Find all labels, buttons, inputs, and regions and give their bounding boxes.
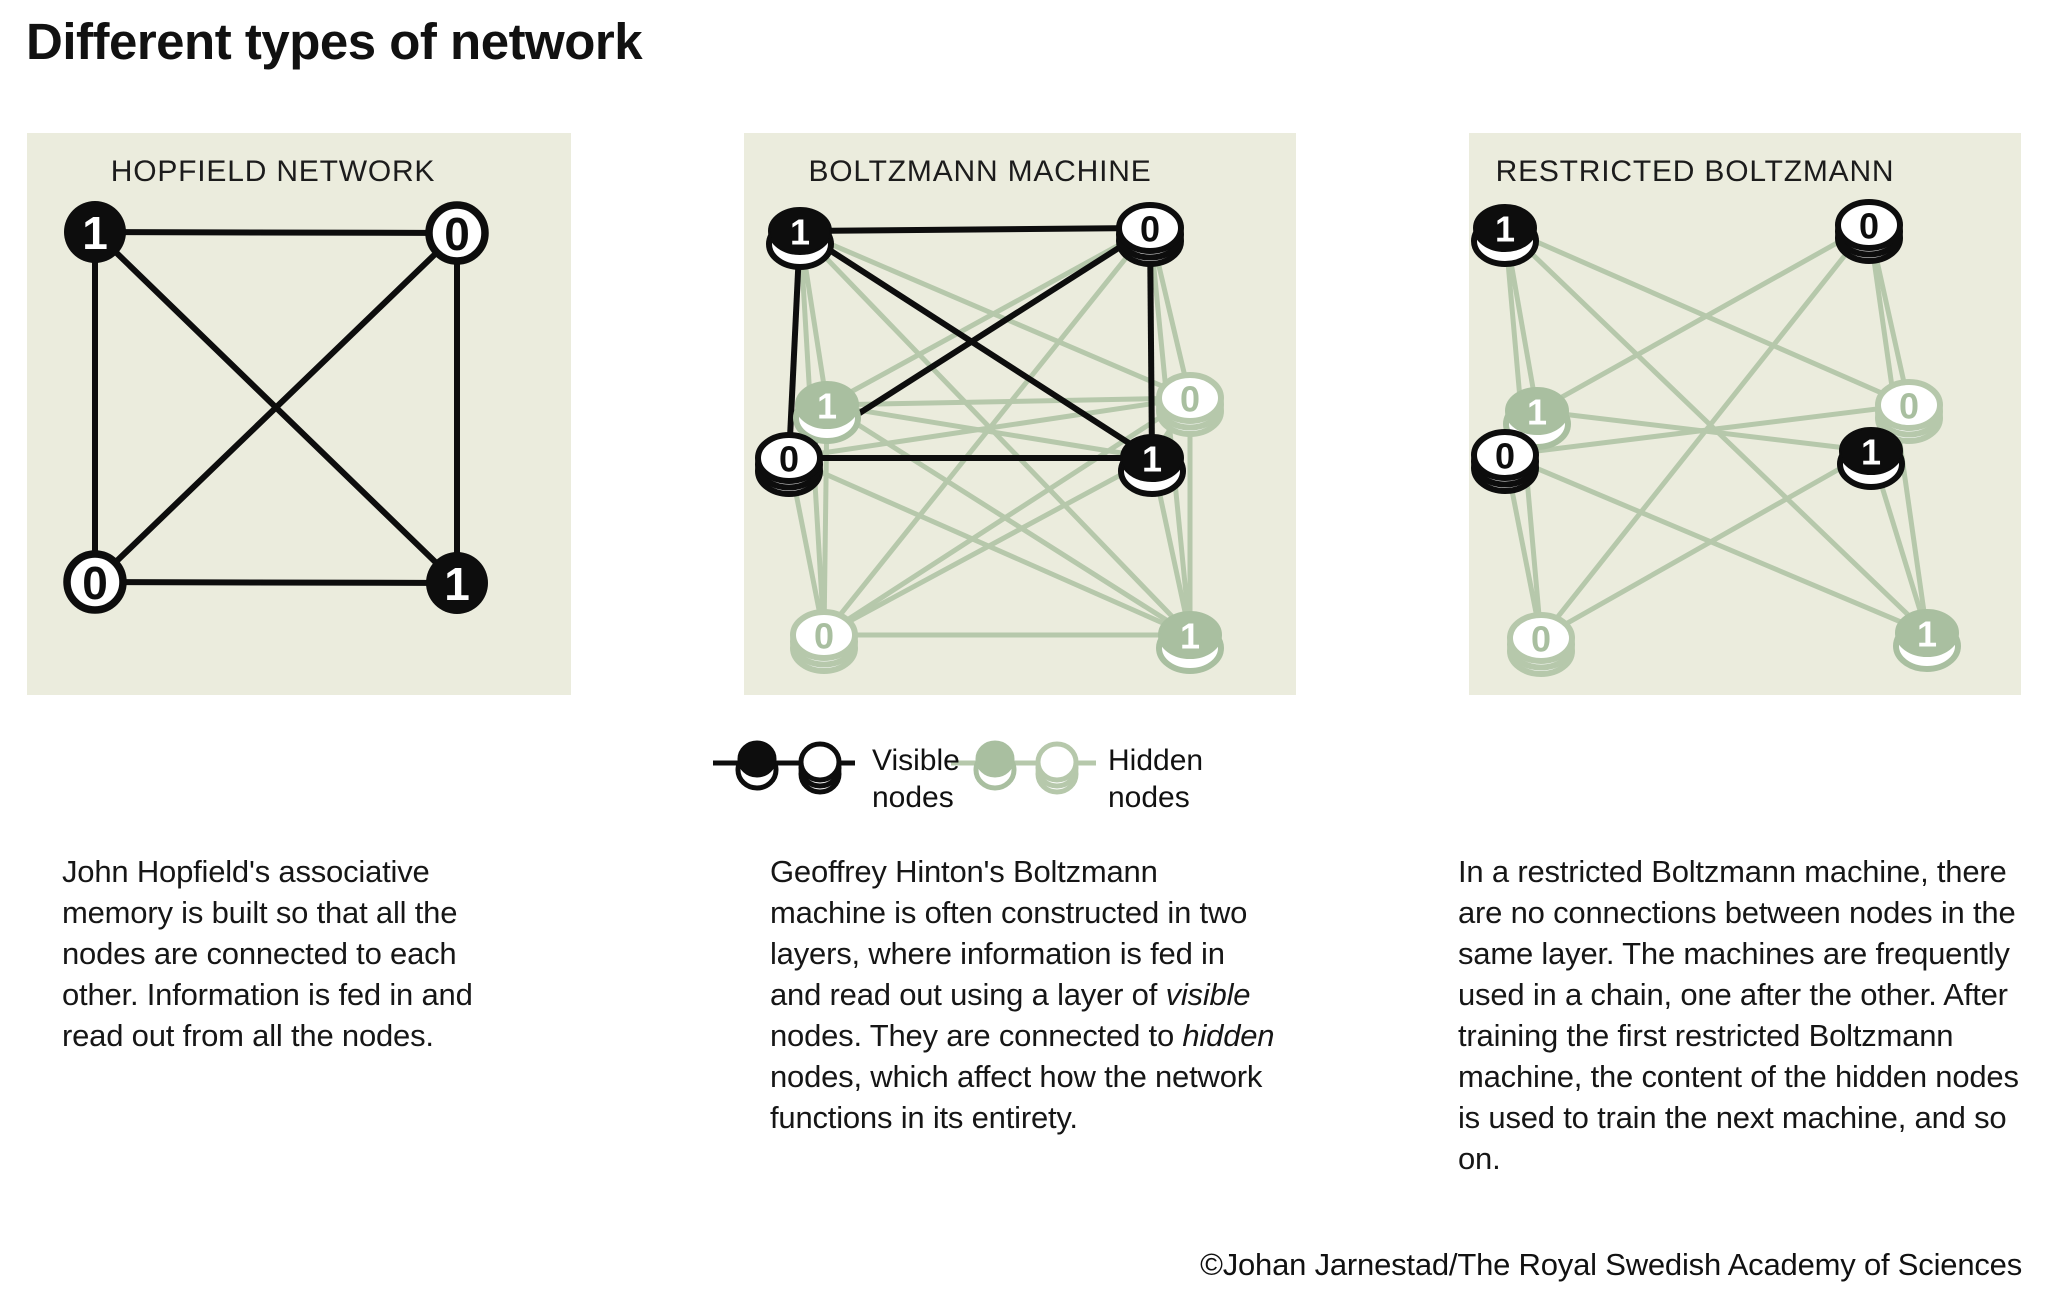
panel-title-hopfield: HOPFIELD NETWORK [110,155,436,188]
svg-text:0: 0 [1531,619,1551,660]
svg-text:1: 1 [1917,614,1937,655]
visible-node-0: 0 [1116,202,1184,267]
svg-text:0: 0 [814,616,834,657]
svg-text:1: 1 [1142,439,1162,480]
svg-text:0: 0 [779,439,799,480]
svg-text:0: 0 [1495,436,1515,477]
visible-node-0: 0 [755,432,823,497]
page-title: Different types of network [26,13,643,70]
credit-line: ©Johan Jarnestad/The Royal Swedish Acade… [1200,1247,2022,1282]
legend-label-visible-nodes: Visible nodes [872,744,960,814]
hidden-node-0: 0 [1156,372,1224,437]
hidden-node-icon [973,740,1079,795]
svg-text:1: 1 [817,386,837,427]
node-legend [713,740,1096,795]
panel-hopfield: HOPFIELD NETWORK 1 0 0 1 [27,133,571,695]
hidden-node-0: 0 [1875,379,1943,444]
visible-node-1: 1 [426,552,488,614]
svg-text:1: 1 [1527,392,1547,433]
svg-text:1: 1 [790,212,810,253]
svg-text:0: 0 [1899,386,1919,427]
visible-node-0: 0 [425,201,489,265]
hidden-node-1: 1 [1893,609,1961,672]
svg-text:0: 0 [444,208,470,260]
hidden-node-0: 0 [790,609,858,674]
hidden-node-1: 1 [1156,611,1224,674]
hidden-node-0: 0 [1507,612,1575,677]
panel-title-boltzmann: BOLTZMANN MACHINE [808,155,1152,188]
caption-boltzmann: Geoffrey Hinton's Boltzmann machine is o… [770,854,1275,1135]
visible-node-0: 0 [1471,429,1539,494]
svg-text:1: 1 [444,558,470,610]
visible-node-icon [735,740,842,795]
visible-node-1: 1 [64,201,126,263]
svg-text:0: 0 [1859,206,1879,247]
svg-text:1: 1 [82,207,108,259]
svg-text:0: 0 [1140,209,1160,250]
hopfield-network-diagram: 1 0 0 1 [63,201,489,614]
legend-label-hidden-nodes: Hidden nodes [1108,744,1204,814]
svg-text:0: 0 [1180,379,1200,420]
visible-node-0: 0 [63,550,127,614]
svg-text:1: 1 [1495,209,1515,250]
visible-node-1: 1 [1471,204,1539,267]
svg-text:1: 1 [1861,432,1881,473]
visible-node-1: 1 [1118,434,1186,497]
svg-text:1: 1 [1180,616,1200,657]
caption-restricted: In a restricted Boltzmann machine, there… [1458,854,2019,1176]
caption-hopfield: John Hopfield's associative memory is bu… [62,854,473,1053]
svg-text:0: 0 [82,557,108,609]
visible-node-1: 1 [766,207,834,270]
panel-title-restricted: RESTRICTED BOLTZMANN [1495,155,1895,188]
visible-node-0: 0 [1835,199,1903,264]
visible-node-1: 1 [1837,427,1905,490]
hidden-node-1: 1 [793,381,861,444]
